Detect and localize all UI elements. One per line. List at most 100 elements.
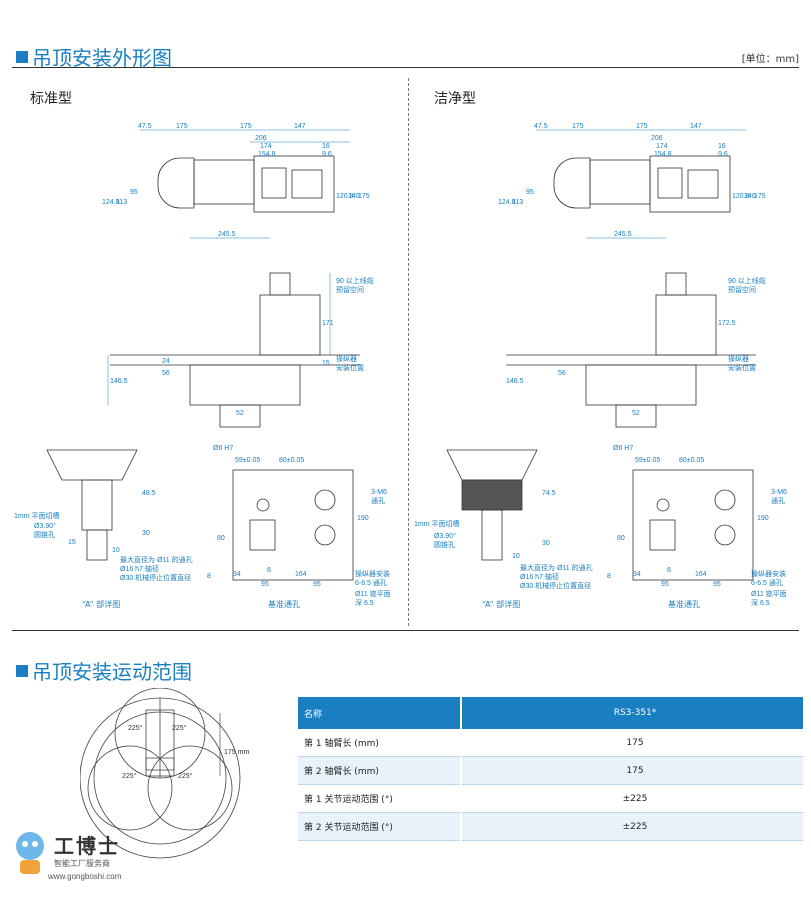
dim-label: 245.5 (218, 231, 236, 238)
col-header-model: RS3-351* (460, 697, 803, 729)
dim-label: 140 (348, 193, 360, 200)
caption-base: 基准通孔 (268, 600, 300, 609)
note: Ø30 机械停止位置直径 (520, 581, 591, 590)
dim-label: 34 (633, 571, 641, 578)
dim-label: 10 (512, 553, 520, 560)
row-name: 第 1 轴臂长 (mm) (298, 729, 461, 757)
dim-label: 15 (322, 360, 330, 367)
dim-label: 80±0.05 (679, 457, 704, 464)
square-bullet-icon (16, 50, 28, 63)
dim-label: 80 (617, 535, 625, 542)
dim-label: 206 (255, 135, 267, 142)
dim-label: 30 (142, 530, 150, 537)
dim-label: 74.5 (542, 490, 556, 497)
dim-label: 124.8 (498, 199, 516, 206)
dim-label: 47.5 (534, 123, 548, 130)
clean-heading: 洁净型 (434, 91, 476, 107)
angle-label: 225° (128, 724, 143, 732)
note: 1mm 平面切槽 (414, 519, 460, 528)
angle-label: 225° (172, 724, 187, 732)
dim-label: 245.5 (614, 231, 632, 238)
note: 90 以上线缆 (728, 276, 766, 285)
mascot-icon (16, 832, 44, 874)
row-value: ±225 (460, 812, 803, 841)
note: 3-M6 (771, 489, 787, 496)
row-name: 第 2 关节运动范围 (°) (298, 812, 461, 841)
dim-label: 30 (542, 540, 550, 547)
note: Ø11 锪平面 (751, 589, 787, 598)
dim-label: 52 (236, 410, 244, 417)
note: 安装位置 (336, 363, 364, 372)
dim-label: 190 (757, 515, 769, 522)
dim-label: 95 (713, 581, 721, 588)
dim-label: 9.6 (718, 151, 728, 158)
note: 6-6.5 通孔 (751, 578, 783, 587)
dim-label: 120.8 (732, 193, 750, 200)
dim-label: 56 (162, 370, 170, 377)
dim-label: 16 (322, 143, 330, 150)
section-title-range: 吊顶安装运动范围 (16, 656, 192, 685)
standard-top-view: 47.5 175 175 147 206 174 16 154.8 9.6 12… (102, 123, 370, 239)
row-value: 175 (460, 729, 803, 757)
row-value: ±225 (460, 784, 803, 813)
note: 最大直径为 Ø11 的通孔 (120, 555, 193, 564)
dim-label: 80±0.05 (279, 457, 304, 464)
note: 圆锥孔 (34, 530, 55, 539)
note: 操纵器安装 (751, 569, 786, 578)
note: 通孔 (771, 496, 785, 505)
dim-label: 95 (130, 189, 138, 196)
clean-side-view: 90 以上线缆 预留空间 172.5 操纵器 安装位置 146.5 56 52 (506, 272, 766, 428)
clean-detail-a: 1mm 平面切槽 Ø3.90° 圆锥孔 最大直径为 Ø11 的通孔 Ø16 h7… (414, 449, 593, 590)
dim-label: 172.5 (718, 320, 736, 327)
dim-label: 206 (651, 135, 663, 142)
dim-label: 9.6 (322, 151, 332, 158)
note: 操纵器安装 (355, 569, 390, 578)
dim-label: 48.5 (142, 490, 156, 497)
dim-label: 95 (261, 581, 269, 588)
header-rule (12, 67, 799, 68)
row-name: 第 1 关节运动范围 (°) (298, 784, 461, 813)
dim-label: 164 (695, 571, 707, 578)
dim-label: 175 (636, 123, 648, 130)
note: 操纵器 (728, 354, 749, 363)
dim-label: 47.5 (138, 123, 152, 130)
column-divider (408, 78, 409, 626)
table-row: 第 2 关节运动范围 (°)±225 (298, 812, 803, 841)
dim-label: 140 (744, 193, 756, 200)
dim-label: 95 (661, 581, 669, 588)
note: 深 6.5 (355, 598, 374, 607)
section-title-text: 吊顶安装外形图 (32, 46, 172, 70)
note: 59±0.05 (635, 457, 660, 464)
dim-label: 147 (690, 123, 702, 130)
dim-label: 154.8 (258, 151, 276, 158)
dim-label: 175 (572, 123, 584, 130)
section-rule (12, 630, 799, 631)
brand-url: www.gongboshi.com (48, 872, 122, 881)
dim-label: 16 (718, 143, 726, 150)
col-header-name: 名称 (298, 697, 461, 729)
standard-side-view: 90 以上线缆 预留空间 171 操纵器 安装位置 146.5 56 24 15… (107, 272, 374, 428)
dim-label: 146.5 (110, 378, 128, 385)
table-header-row: 名称 RS3-351* (298, 697, 803, 729)
section-title-text: 吊顶安装运动范围 (32, 660, 192, 684)
dim-label: 113 (512, 199, 523, 206)
note: Ø3.90° (434, 532, 456, 540)
note: 通孔 (371, 496, 385, 505)
note: 操纵器 (336, 354, 357, 363)
note: 3-M6 (371, 489, 387, 496)
note: 安装位置 (728, 363, 756, 372)
dim-label: 10 (112, 547, 120, 554)
dim-label: 124.8 (102, 199, 120, 206)
brand-name: 工博士 (54, 834, 120, 858)
dim-label: 175 (240, 123, 252, 130)
square-bullet-icon (16, 664, 28, 677)
note: 最大直径为 Ø11 的通孔 (520, 563, 593, 572)
table-row: 第 1 关节运动范围 (°)±225 (298, 784, 803, 813)
dim-label: 174 (656, 143, 668, 150)
note: Ø3.90° (34, 522, 56, 530)
dim-label: 8 (607, 573, 611, 580)
note: 1mm 平面切槽 (14, 511, 60, 520)
spec-table: 名称 RS3-351* 第 1 轴臂长 (mm)175 第 2 轴臂长 (mm)… (298, 697, 803, 841)
angle-label: 225° (178, 772, 193, 780)
note: 预留空间 (336, 285, 364, 294)
